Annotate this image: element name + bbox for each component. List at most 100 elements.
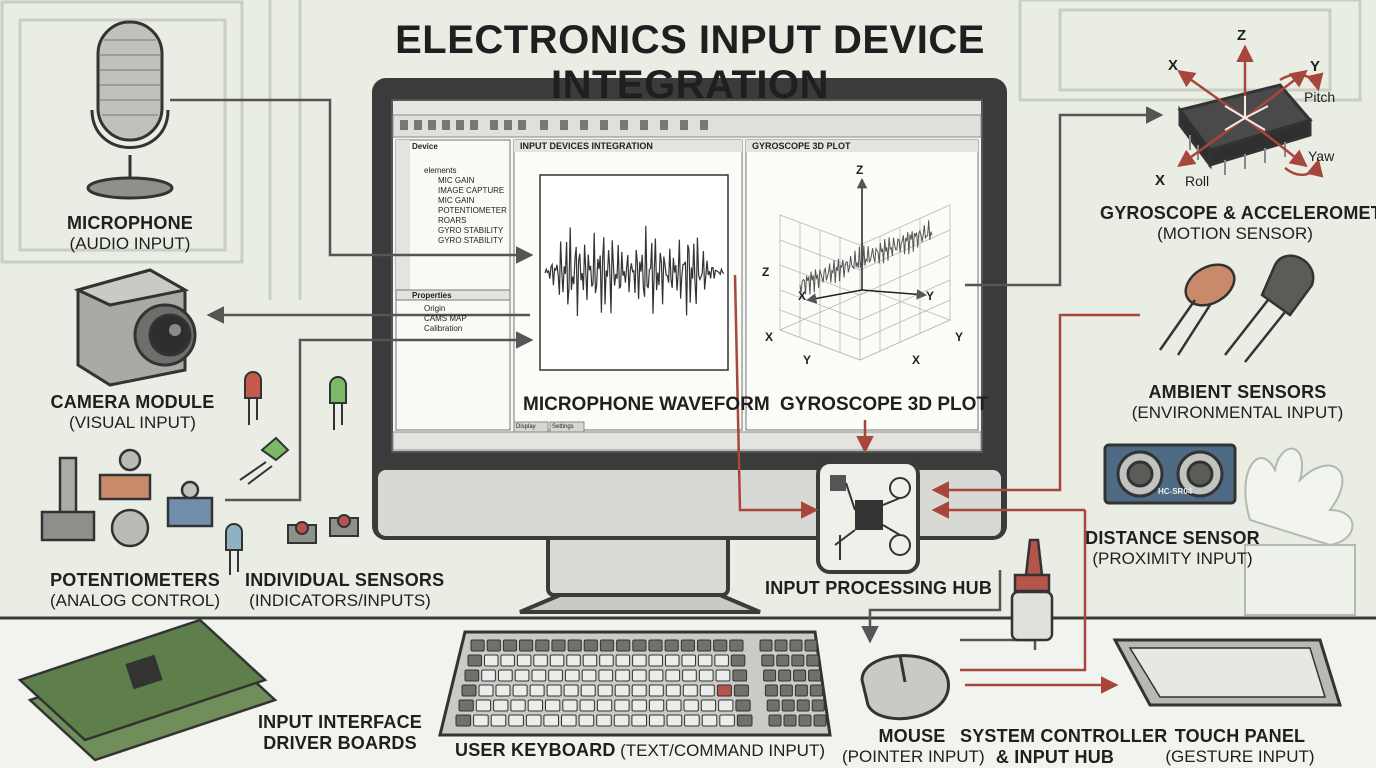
keyboard-key [700,699,717,712]
keyboard-key [598,669,614,682]
keyboard-numpad-key [779,684,793,697]
keyboard-key [599,639,615,652]
keyboard-key [564,669,580,682]
keyboard-key [562,699,578,712]
keyboard-key [529,684,545,697]
keyboard-numpad-key [766,699,780,712]
keyboard-numpad-key [789,639,803,652]
property-item[interactable]: CAMS MAP [424,314,467,323]
tree-item[interactable]: IMAGE CAPTURE [438,186,505,195]
keyboard-key [632,654,647,667]
keyboard-key [527,699,544,712]
keyboard-key [525,714,542,727]
tree-item[interactable]: elements [424,166,457,175]
touch-panel-subtitle: (GESTURE INPUT) [1165,746,1315,766]
microphone-label: MICROPHONE (AUDIO INPUT) [40,213,220,253]
keyboard-key [461,684,477,697]
waveform-caption: MICROPHONE WAVEFORM [523,394,770,415]
keyboard-key [495,684,511,697]
tree-item[interactable]: MIC GAIN [438,176,475,185]
background-window [0,0,1362,300]
keyboard-key [631,669,647,682]
tree-item[interactable]: MIC GAIN [438,196,475,205]
keyboard-numpad-key [798,714,812,727]
gyro-axis-x: X [1168,57,1179,74]
keyboard-key [649,714,665,727]
gyro-signal-trace [799,220,933,295]
status-tab-settings[interactable]: Settings [552,424,574,430]
camera-label: CAMERA MODULE (VISUAL INPUT) [40,392,225,432]
keyboard-key [683,699,699,712]
keyboard-keys [455,639,827,727]
keyboard-key [716,684,732,697]
keyboard-key [546,684,562,697]
properties-list: Properties Origin CAMS MAP Calibration [412,291,508,334]
tree-item[interactable]: POTENTIOMETER [438,206,507,215]
ambient-title: AMBIENT SENSORS [1148,382,1327,402]
keyboard-key [493,699,509,712]
keyboard-key [543,714,560,727]
keyboard-key [613,714,630,727]
dropper-bottle [1010,538,1054,642]
gyroscope-label: GYROSCOPE & ACCELEROMETER (MOTION SENSOR… [1100,203,1376,243]
driver-boards [17,618,278,762]
red-connectors [733,274,1140,694]
gyro-axis-x-2: X [1155,172,1166,189]
keyboard-key [551,639,566,652]
keyboard-key [478,684,494,697]
tree-item[interactable]: GYRO STABILITY [438,236,504,245]
keyboard-key [648,699,665,712]
keyboard-key [697,654,713,667]
led-green-2 [239,436,290,485]
plot-axis-z: Z [856,163,864,177]
keyboard-key [458,699,474,712]
properties-header: Properties [412,291,452,300]
keyboard-key [470,639,485,652]
keyboard-numpad-key [778,669,792,682]
status-tab-display[interactable]: Display [516,424,536,430]
keyboard-key [714,654,729,667]
keyboard-numpad-key [783,714,797,727]
keyboard-key [535,639,550,652]
keyboard-key [648,669,664,682]
distance-sensor-model: HC-SR04 [1158,487,1193,496]
property-item[interactable]: Origin [424,304,446,313]
mouse-subtitle: (POINTER INPUT) [842,746,985,766]
keyboard-key [500,654,515,667]
plot-axis-x-left: X [798,289,807,303]
keyboard-numpad-key [763,669,777,682]
plant [1244,447,1356,616]
tree-item[interactable]: ROARS [438,216,467,225]
keyboard-key [545,699,561,712]
gyro-axis-y: Y [1310,58,1321,75]
potentiometers-label: POTENTIOMETERS (ANALOG CONTROL) [45,570,225,610]
camera-module [73,268,197,387]
gyro-pitch-label: Pitch [1304,89,1336,105]
keyboard-key [735,699,751,712]
input-processing-hub [816,460,920,574]
diagram-title: ELECTRONICS INPUT DEVICE INTEGRATION [395,18,985,107]
mouse [860,654,950,721]
keyboard-key [664,639,679,652]
keyboard-key [561,714,577,727]
distance-label: DISTANCE SENSOR (PROXIMITY INPUT) [1085,528,1260,568]
keyboard-key [631,699,647,712]
camera-title: CAMERA MODULE [50,392,215,412]
microphone-title: MICROPHONE [66,213,193,233]
gyro-axis-z: Z [1237,27,1247,44]
keyboard-key [549,654,565,667]
mouse-label: MOUSE (POINTER INPUT) [842,726,985,766]
keyboard-key [566,654,581,667]
keyboard-key [531,669,547,682]
keyboard-key [484,654,499,667]
keyboard-numpad-key [759,639,773,652]
keyboard-numpad-key [781,699,795,712]
push-buttons [287,514,359,544]
keyboard-key [732,669,748,682]
microphone-waveform-line [544,225,725,317]
property-item[interactable]: Calibration [424,324,463,333]
led-red [244,371,262,425]
tree-item[interactable]: GYRO STABILITY [438,226,504,235]
keyboard-numpad-key [761,654,775,667]
